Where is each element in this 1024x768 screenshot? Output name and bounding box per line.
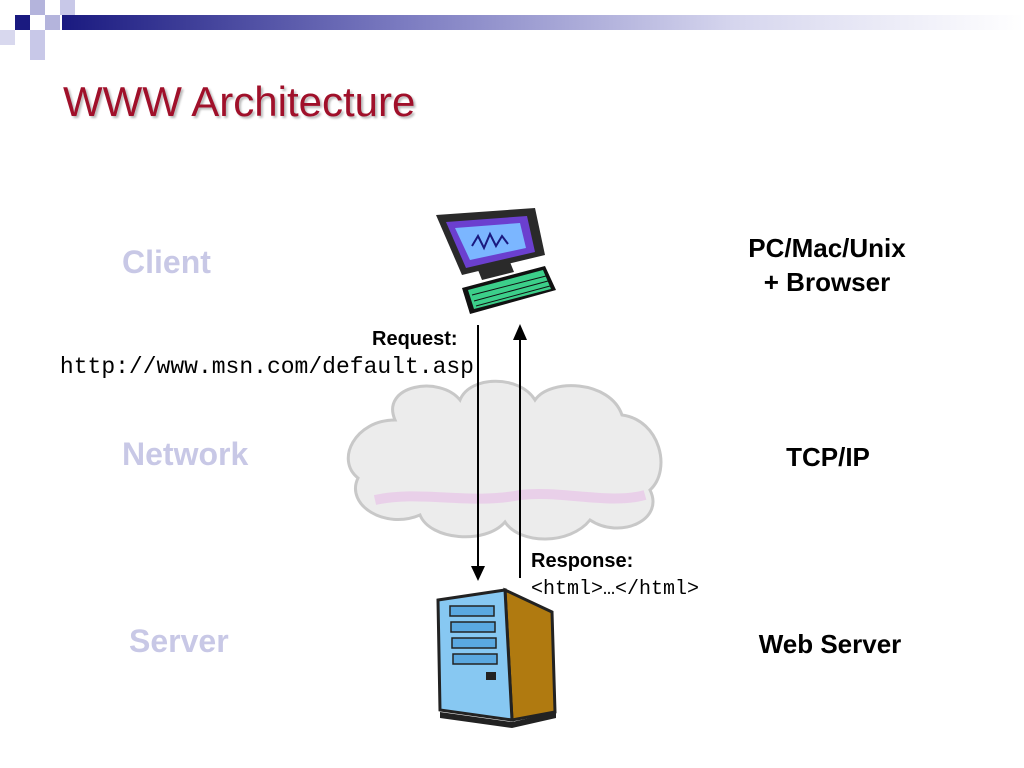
network-layer-label: Network — [122, 436, 249, 472]
header-decoration — [0, 0, 1024, 60]
request-label: Request: — [372, 328, 458, 350]
server-description: Web Server — [758, 629, 902, 659]
client-description: PC/Mac/Unix + Browser — [722, 231, 932, 299]
response-arrow — [513, 324, 527, 578]
deco-square — [30, 0, 45, 15]
response-label: Response: — [531, 550, 634, 572]
deco-square — [60, 0, 75, 15]
cloud-icon — [346, 379, 663, 541]
response-body: <html>…</html> — [531, 578, 700, 601]
request-arrow — [471, 325, 485, 581]
server-layer-label: Server — [129, 623, 229, 659]
deco-square — [30, 45, 45, 60]
network-description: TCP/IP — [786, 442, 870, 472]
computer-icon — [436, 208, 556, 314]
server-tower-icon — [436, 587, 557, 728]
deco-square — [0, 30, 15, 45]
deco-square — [15, 15, 30, 30]
slide-title: WWW Architecture — [63, 78, 416, 125]
header-gradient-bar — [62, 15, 1024, 30]
deco-square — [45, 15, 60, 30]
client-layer-label: Client — [122, 244, 211, 280]
client-description-line2: + Browser — [763, 267, 891, 297]
request-url: http://www.msn.com/default.asp — [59, 354, 474, 380]
deco-square — [30, 30, 45, 45]
client-description-line1: PC/Mac/Unix — [748, 233, 906, 263]
